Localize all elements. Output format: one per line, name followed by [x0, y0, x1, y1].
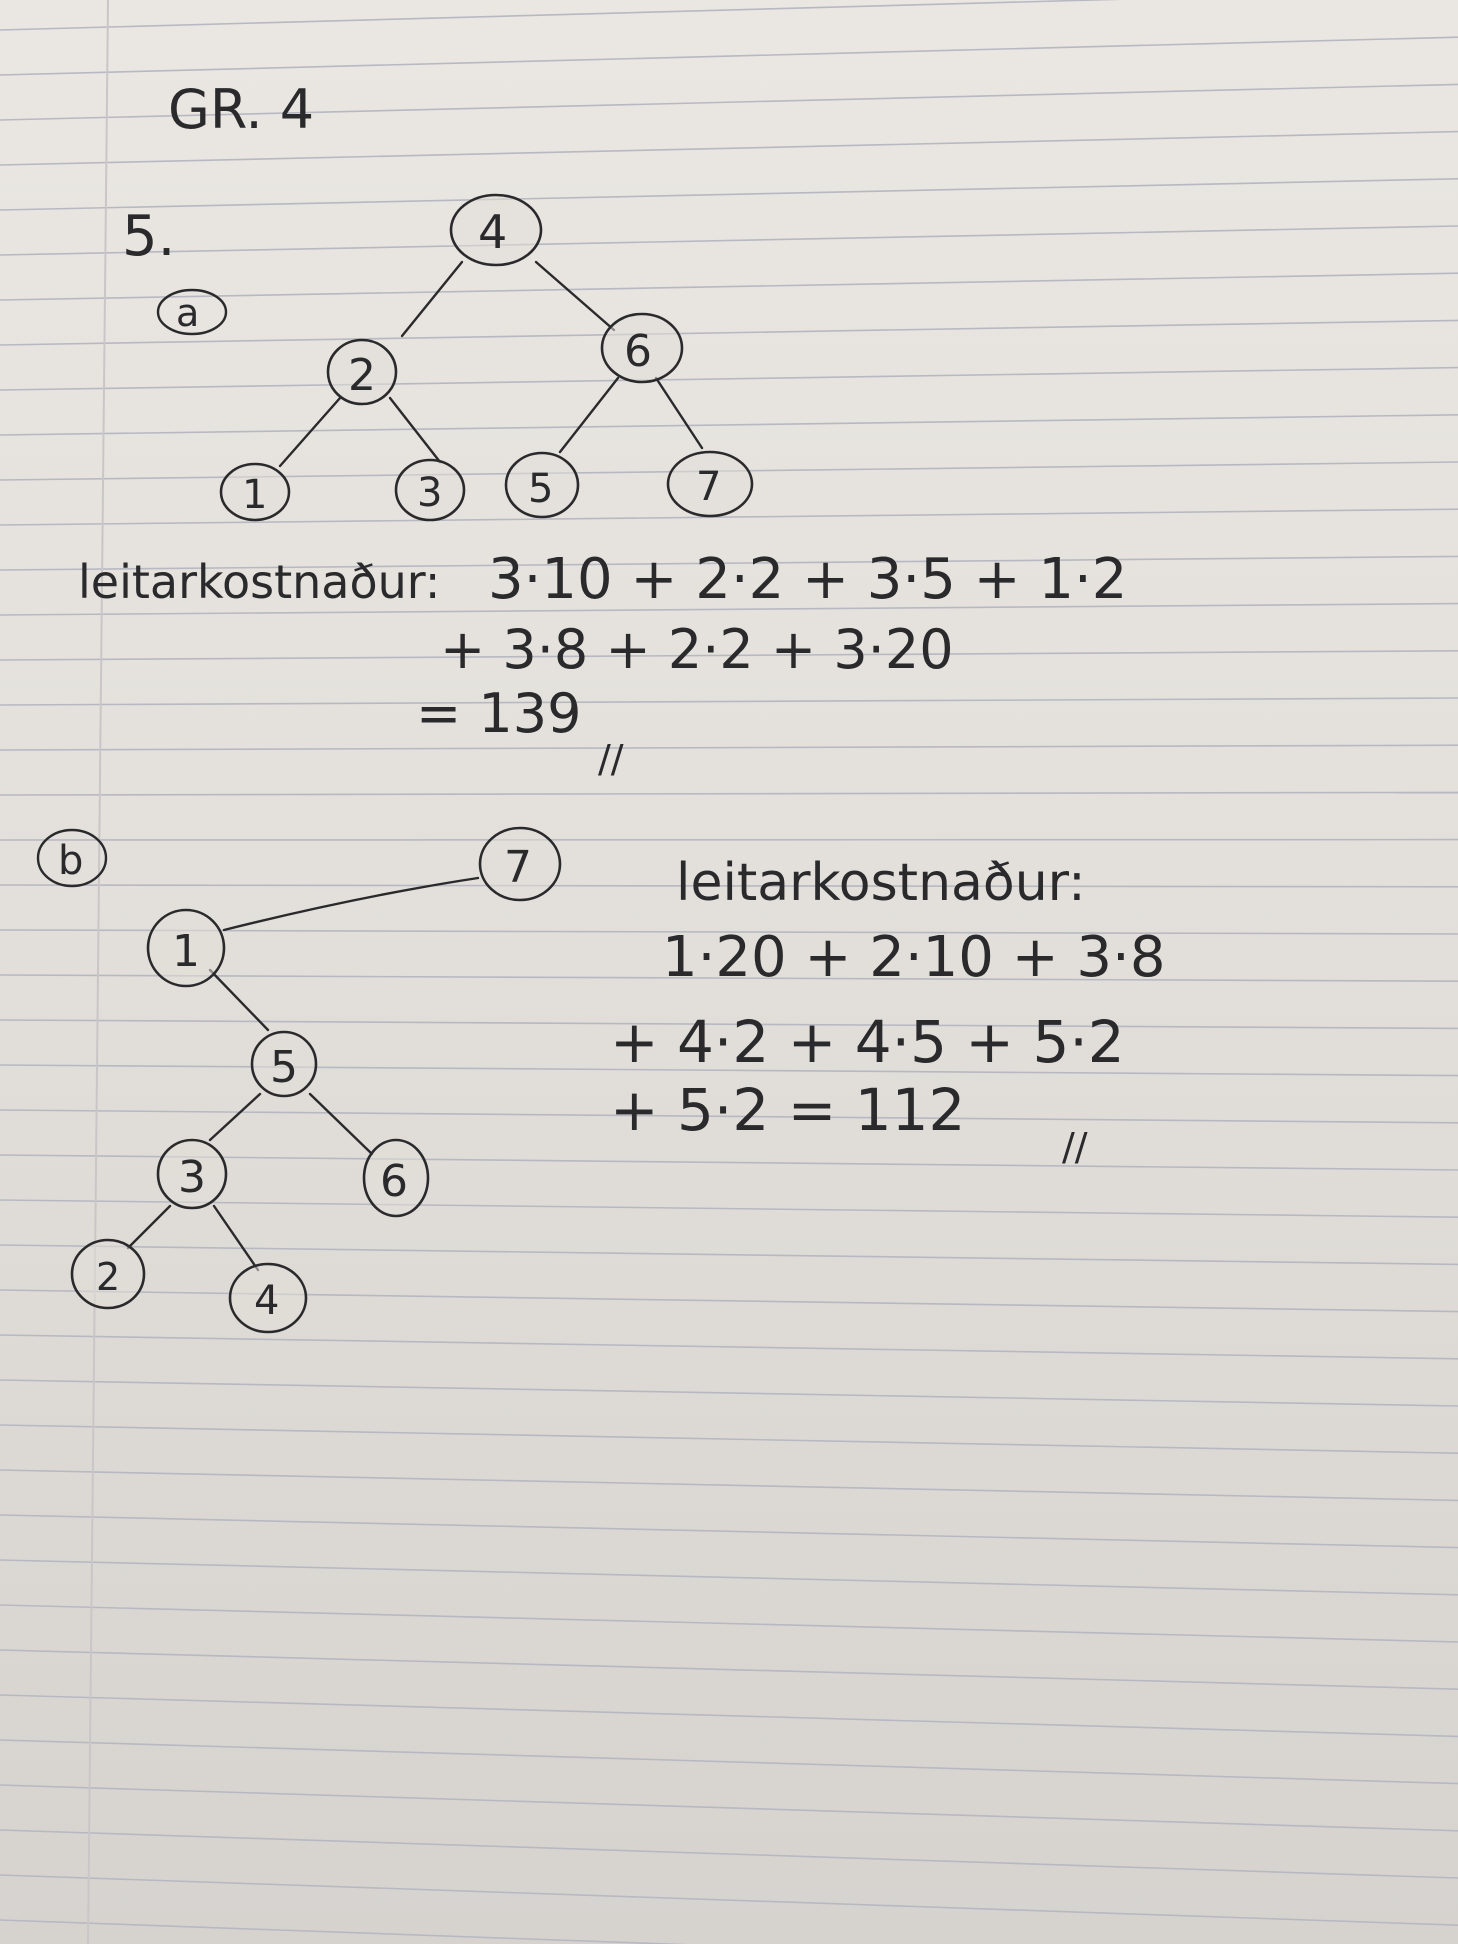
- ruled-line: [0, 1829, 1458, 1879]
- ruled-line: [0, 319, 1458, 346]
- tree-b-node-4: 4: [228, 1262, 308, 1334]
- ruled-line: [0, 1559, 1458, 1596]
- svg-text:3: 3: [417, 470, 442, 516]
- ruled-line: [0, 1289, 1458, 1313]
- svg-text:1: 1: [172, 926, 200, 977]
- svg-text:3: 3: [178, 1152, 206, 1203]
- tree-a-node-root: 4: [449, 193, 543, 267]
- problem-number: 5.: [122, 204, 175, 269]
- tree-a-leaf-3: 5: [504, 451, 580, 519]
- ruled-line: [0, 414, 1458, 436]
- part-a-cost-line2: + 3·8 + 2·2 + 3·20: [440, 618, 954, 681]
- ruled-line: [0, 974, 1458, 983]
- part-b-cost-line2: + 4·2 + 4·5 + 5·2: [610, 1008, 1125, 1076]
- part-a-end-mark: //: [598, 737, 624, 781]
- ruled-line: [0, 650, 1458, 661]
- ruled-line: [0, 1379, 1458, 1407]
- tree-b-edges: [126, 876, 480, 1272]
- group-label: GR. 4: [168, 78, 314, 141]
- ruled-line: [0, 791, 1458, 796]
- ruled-line: [0, 1649, 1458, 1690]
- tree-a-edges: [278, 260, 704, 468]
- svg-text:6: 6: [624, 326, 652, 377]
- ruled-line: [0, 1064, 1458, 1077]
- tree-a-node-right: 6: [600, 312, 684, 384]
- ruled-line: [0, 0, 1123, 31]
- ruled-line: [0, 508, 1458, 526]
- tree-a-leaf-1: 1: [219, 462, 291, 522]
- part-a-cost-label: leitarkostnaður:: [78, 555, 440, 609]
- ruled-line: [0, 1874, 1458, 1926]
- part-a-circle: [156, 288, 228, 336]
- ruled-line: [0, 602, 1458, 616]
- ruled-line: [0, 83, 1458, 121]
- ruled-line: [0, 130, 1458, 166]
- ruled-line: [0, 1109, 1458, 1124]
- part-a-label: a: [176, 291, 199, 335]
- tree-b-node-3: 3: [156, 1138, 228, 1210]
- tree-b-node-6: 6: [362, 1138, 430, 1218]
- svg-text:5: 5: [528, 466, 553, 512]
- ruled-line: [0, 1469, 1458, 1502]
- svg-text:4: 4: [478, 205, 507, 259]
- ruled-line: [0, 697, 1458, 706]
- ruled-line: [0, 1919, 691, 1944]
- part-a-cost-line1: 3·10 + 2·2 + 3·5 + 1·2: [488, 547, 1127, 612]
- ruled-line: [0, 1514, 1458, 1549]
- ruled-line: [0, 366, 1458, 391]
- ruled-line: [0, 225, 1458, 256]
- svg-text:1: 1: [242, 472, 267, 518]
- ruled-line: [0, 272, 1458, 301]
- svg-text:7: 7: [504, 842, 532, 893]
- part-a-cost-result: = 139: [416, 682, 581, 745]
- tree-a-node-left: 2: [326, 338, 398, 406]
- ruled-line: [0, 1694, 1458, 1738]
- svg-text:5: 5: [270, 1042, 298, 1093]
- ruled-line: [0, 1604, 1458, 1643]
- part-b-cost-line1: 1·20 + 2·10 + 3·8: [662, 925, 1165, 990]
- svg-text:2: 2: [348, 350, 376, 401]
- part-b-circle: [36, 828, 108, 888]
- margin-line: [87, 0, 109, 1944]
- ruled-line: [0, 555, 1458, 571]
- ruled-line: [0, 884, 1458, 888]
- ruled-line: [0, 178, 1458, 211]
- tree-b-node-2: 2: [70, 1238, 146, 1310]
- tree-a-leaf-2: 3: [394, 458, 466, 522]
- ruled-line: [0, 929, 1458, 935]
- svg-text:6: 6: [380, 1156, 408, 1207]
- ruled-line: [0, 1739, 1458, 1785]
- svg-text:4: 4: [254, 1278, 279, 1324]
- part-b-cost-line3: + 5·2 = 112: [610, 1076, 965, 1144]
- ruled-line: [0, 1424, 1458, 1454]
- ruled-line: [0, 36, 1458, 76]
- part-b-cost-label: leitarkostnaður:: [676, 853, 1086, 913]
- svg-text:2: 2: [96, 1255, 120, 1299]
- tree-b-node-5: 5: [250, 1030, 318, 1098]
- tree-a-leaf-4: 7: [666, 450, 754, 518]
- tree-b-node-1: 1: [146, 908, 226, 988]
- part-b-end-mark: //: [1062, 1125, 1088, 1169]
- ruled-line: [0, 1334, 1458, 1360]
- ruled-line: [0, 1784, 1458, 1832]
- ruled-line: [0, 744, 1458, 751]
- ruled-line: [0, 1244, 1458, 1266]
- ruled-line: [0, 1154, 1458, 1171]
- ruled-line: [0, 1019, 1458, 1030]
- ruled-line: [0, 1199, 1458, 1218]
- tree-b-node-root: 7: [478, 826, 562, 902]
- part-b-label: b: [58, 838, 83, 884]
- svg-text:7: 7: [696, 464, 721, 510]
